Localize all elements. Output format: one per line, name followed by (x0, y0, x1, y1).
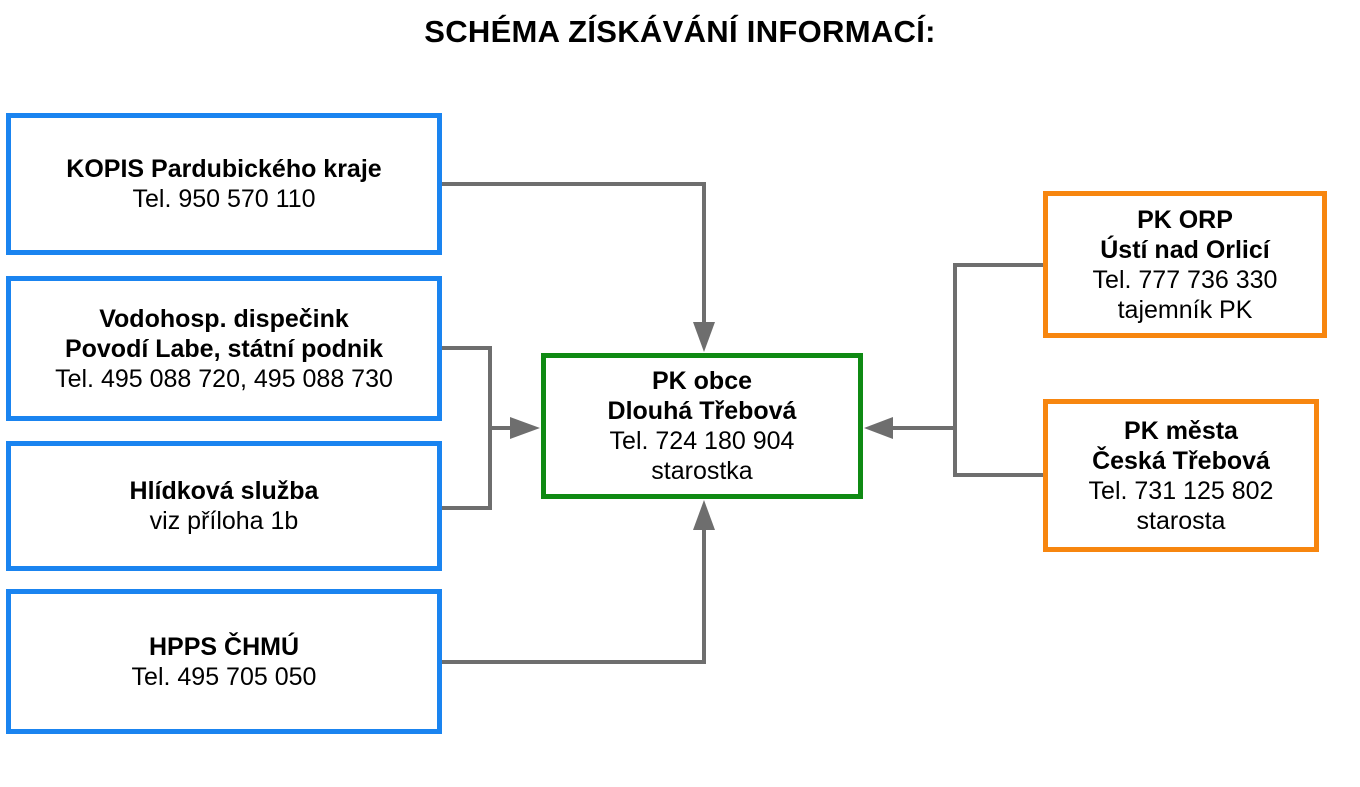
node-kopis: KOPIS Pardubického kraje Tel. 950 570 11… (6, 113, 442, 255)
node-orp: PK ORP Ústí nad Orlicí Tel. 777 736 330 … (1043, 191, 1327, 338)
connector-vodohosp-hlidkova-bracket (442, 346, 492, 510)
node-hlidkova-note: viz příloha 1b (149, 507, 299, 535)
node-mesta: PK města Česká Třebová Tel. 731 125 802 … (1043, 399, 1319, 552)
node-vodohosp: Vodohosp. dispečink Povodí Labe, státní … (6, 276, 442, 421)
diagram-title: SCHÉMA ZÍSKÁVÁNÍ INFORMACÍ: (424, 14, 936, 49)
arrowhead-down-kopis (693, 322, 715, 352)
node-kopis-phone: Tel. 950 570 110 (132, 185, 316, 213)
node-orp-phone: Tel. 777 736 330 (1092, 265, 1278, 294)
node-hlidkova: Hlídková služba viz příloha 1b (6, 441, 442, 571)
connector-peers-bracket (953, 263, 1043, 477)
node-vodohosp-phone: Tel. 495 088 720, 495 088 730 (55, 364, 393, 393)
node-orp-role: tajemník PK (1117, 295, 1253, 324)
node-orp-name-line1: PK ORP (1137, 205, 1233, 234)
node-mesta-name-line1: PK města (1124, 416, 1238, 445)
node-hlidkova-name: Hlídková služba (129, 477, 319, 505)
node-kopis-name: KOPIS Pardubického kraje (66, 155, 382, 183)
node-hpps: HPPS ČHMÚ Tel. 495 705 050 (6, 589, 442, 734)
connector-hpps-to-center (442, 530, 706, 664)
node-vodohosp-name-line1: Vodohosp. dispečink (99, 304, 349, 333)
arrowhead-left-peers (864, 417, 893, 439)
node-mesta-phone: Tel. 731 125 802 (1088, 476, 1274, 505)
node-mesta-role: starosta (1136, 506, 1226, 535)
node-orp-name-line2: Ústí nad Orlicí (1100, 235, 1270, 264)
node-vodohosp-name-line2: Povodí Labe, státní podnik (64, 334, 384, 363)
node-hpps-name: HPPS ČHMÚ (148, 632, 299, 661)
arrowhead-up-hpps (693, 500, 715, 530)
node-mesta-name-line2: Česká Třebová (1092, 446, 1270, 475)
arrowhead-right-bracket (510, 417, 540, 439)
node-center-name-line1: PK obce (651, 367, 753, 395)
node-center-name-line2: Dlouhá Třebová (607, 397, 797, 425)
node-hpps-phone: Tel. 495 705 050 (131, 662, 317, 691)
node-center: PK obce Dlouhá Třebová Tel. 724 180 904 … (541, 353, 863, 499)
node-center-role: starostka (651, 457, 753, 485)
connector-kopis-to-center (442, 182, 706, 322)
node-center-phone: Tel. 724 180 904 (609, 427, 795, 455)
